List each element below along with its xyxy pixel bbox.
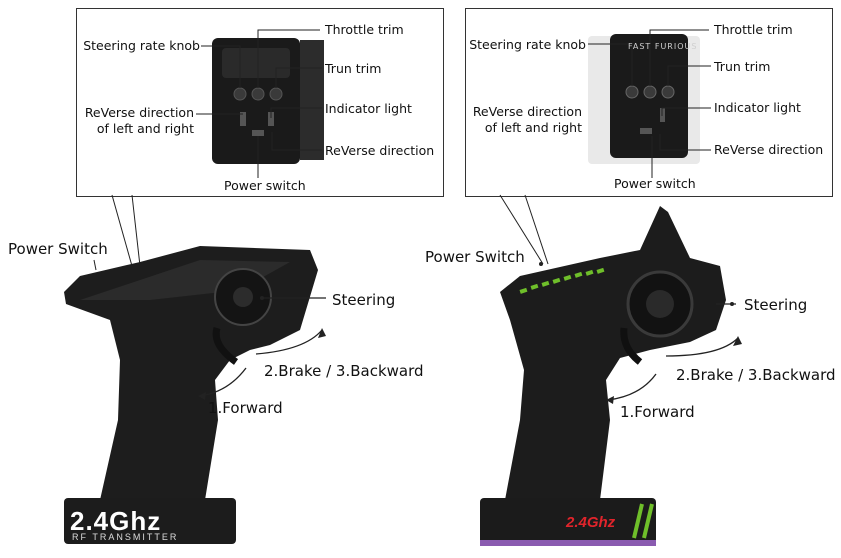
left-transmitter-photo — [64, 246, 318, 544]
left-forward-label: 1.Forward — [208, 399, 283, 417]
right-throttle-trim-label: Throttle trim — [714, 22, 793, 37]
right-trun-trim-label: Trun trim — [714, 59, 771, 74]
right-reverse-direction-label: ReVerse direction — [714, 142, 824, 157]
right-transmitter-photo — [480, 206, 726, 546]
left-throttle-trim-label: Throttle trim — [325, 22, 404, 37]
left-brake-backward-label: 2.Brake / 3.Backward — [264, 362, 424, 380]
right-power-switch-callout: Power switch — [614, 176, 696, 191]
right-top-panel-text: FAST FURIOUS — [628, 42, 698, 51]
left-power-switch-callout: Power switch — [224, 178, 306, 193]
left-top-panel-photo — [212, 38, 324, 164]
left-steering-label: Steering — [332, 291, 396, 309]
right-badge-24ghz: 2.4Ghz — [566, 514, 616, 531]
left-badge-sub: RF TRANSMITTER — [72, 532, 179, 542]
left-badge-24ghz: 2.4Ghz — [70, 506, 162, 536]
right-forward-label: 1.Forward — [620, 403, 695, 421]
right-reverse-lr-line1: ReVerse direction — [472, 104, 582, 119]
left-reverse-direction-label: ReVerse direction — [325, 143, 435, 158]
right-brake-backward-label: 2.Brake / 3.Backward — [676, 366, 836, 384]
right-steering-rate-knob-label: Steering rate knob — [469, 37, 586, 52]
right-reverse-lr-line2: of left and right — [484, 120, 582, 135]
left-steering-rate-knob-label: Steering rate knob — [83, 38, 200, 53]
left-indicator-light-label: Indicator light — [325, 101, 412, 116]
right-top-panel-photo — [588, 34, 700, 164]
left-reverse-lr-line1: ReVerse direction — [84, 105, 194, 120]
right-power-switch-label: Power Switch — [425, 248, 525, 266]
right-steering-label: Steering — [744, 296, 808, 314]
left-reverse-lr-line2: of left and right — [96, 121, 194, 136]
left-trun-trim-label: Trun trim — [325, 61, 382, 76]
left-power-switch-label: Power Switch — [8, 240, 108, 258]
right-indicator-light-label: Indicator light — [714, 100, 801, 115]
